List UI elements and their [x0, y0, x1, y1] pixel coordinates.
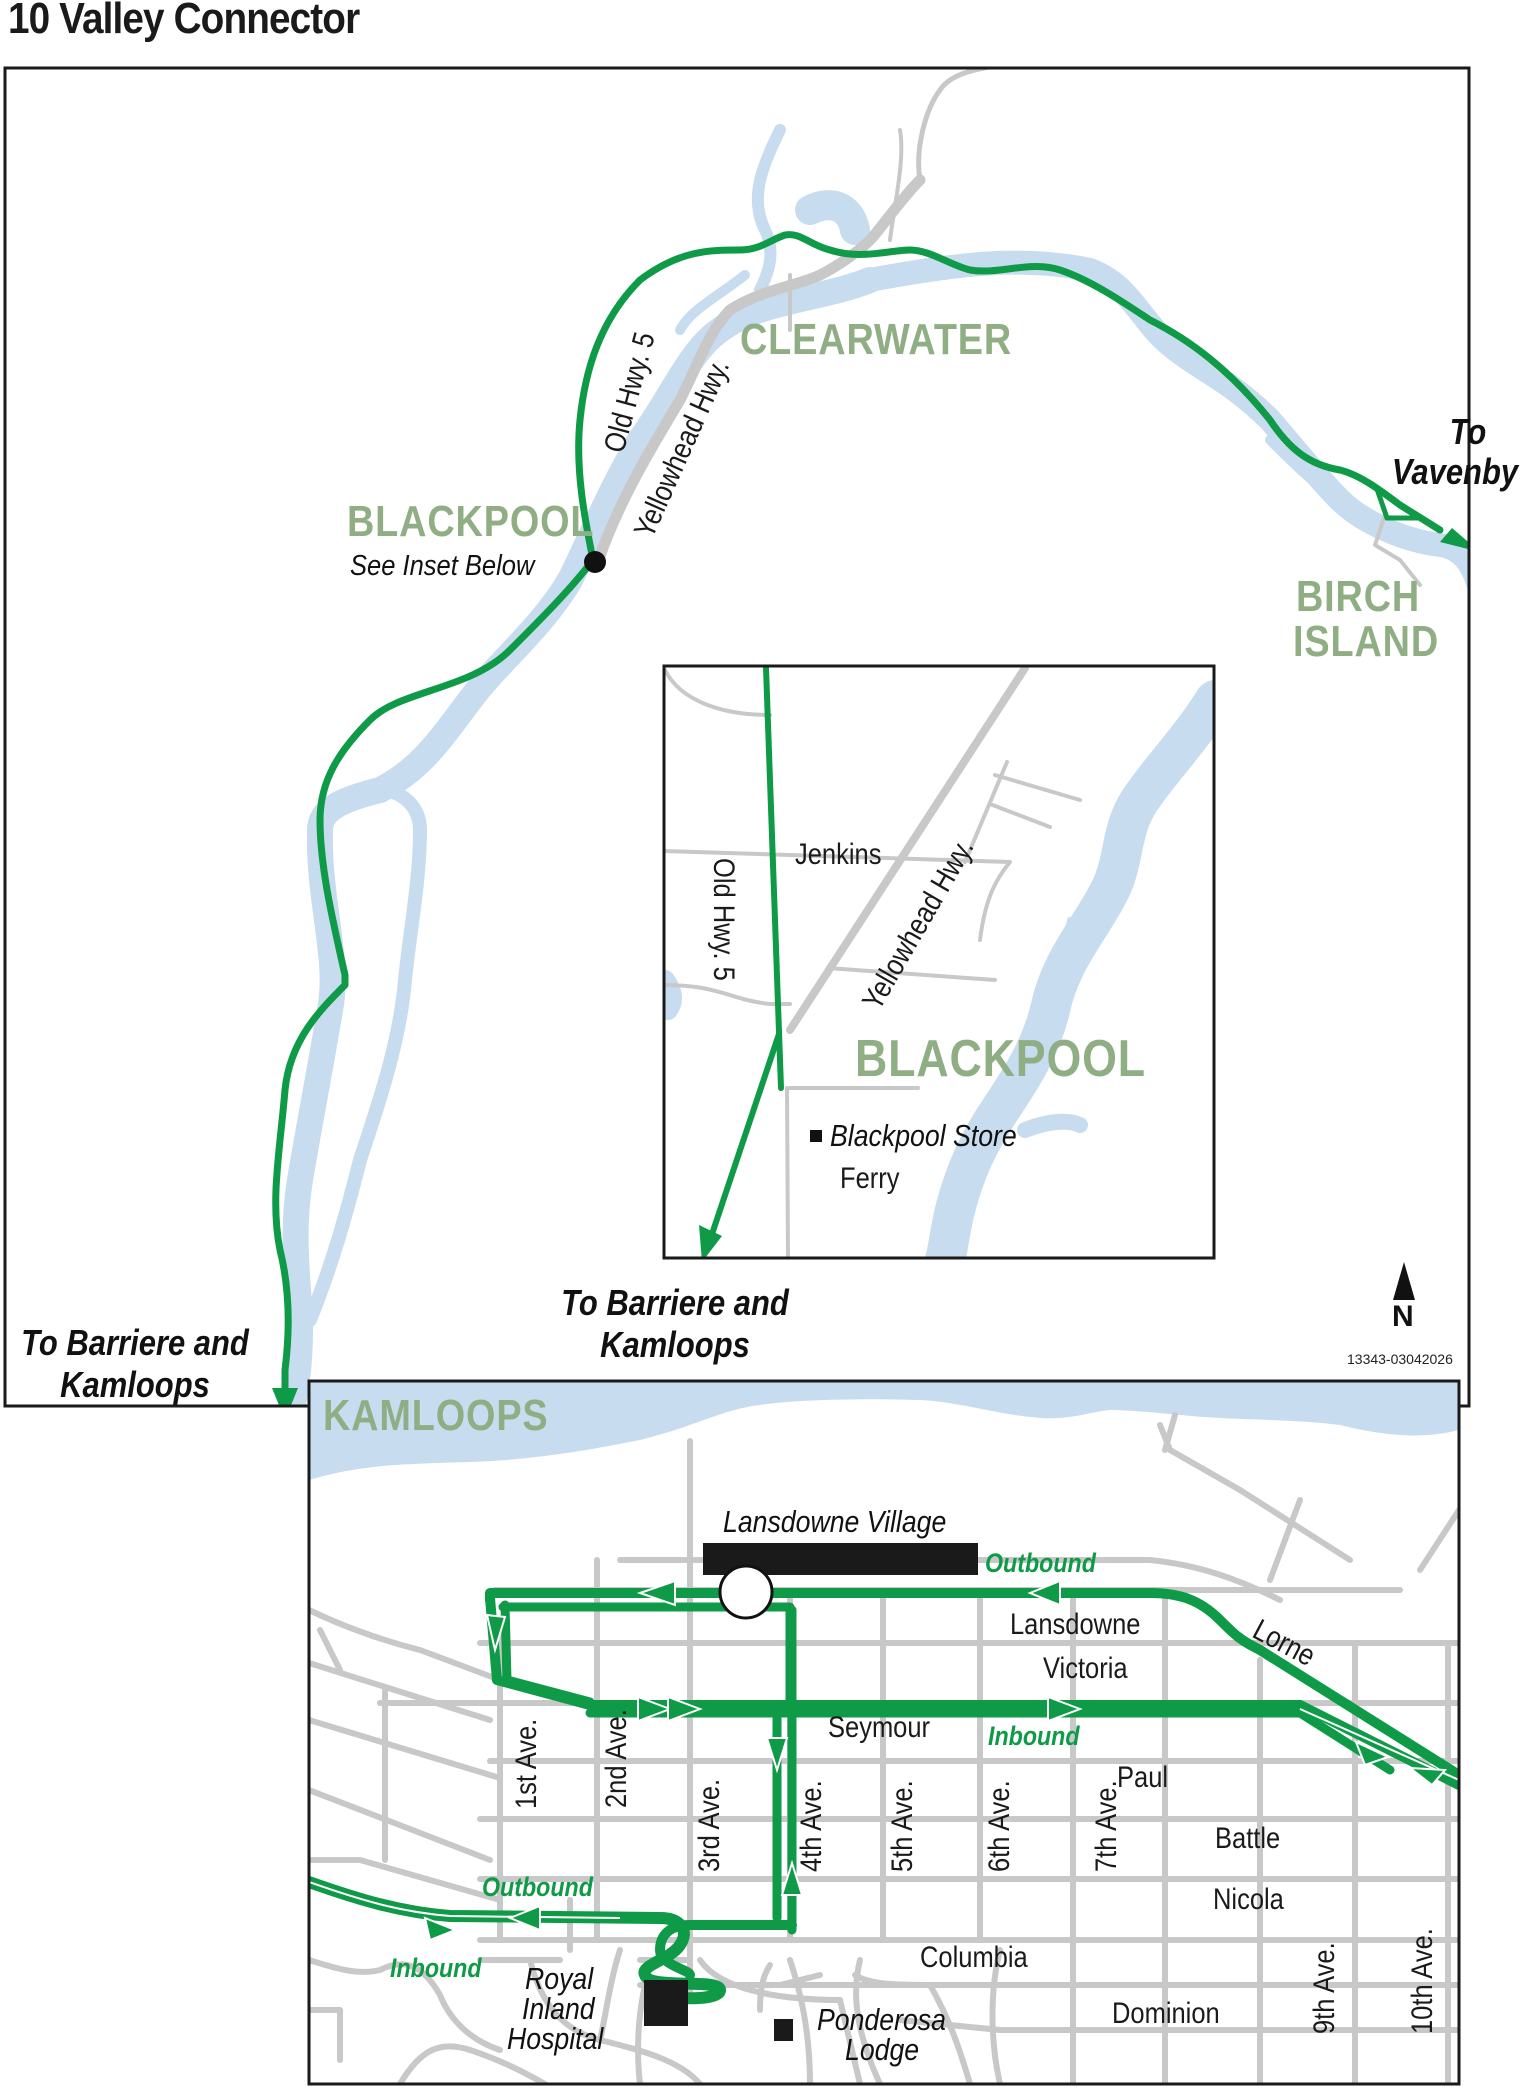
- lansdowne-exchange-stop: [718, 1564, 774, 1620]
- blackpool-store-icon: [810, 1130, 822, 1142]
- ponderosa-lodge-building: [774, 2019, 793, 2041]
- street-label-old-hwy-5-inset: Old Hwy. 5: [707, 858, 740, 981]
- street-label-ferry: Ferry: [840, 1162, 900, 1195]
- blackpool-inset: [664, 666, 1214, 1258]
- route-line-old-hwy-5: [763, 666, 784, 1091]
- arrow-to-barriere-inset: [699, 1225, 722, 1258]
- avenue-label-10th: 10th Ave.: [1406, 1928, 1439, 2034]
- ferry-road: [785, 1086, 920, 1258]
- poi-label-blackpool-store: Blackpool Store: [830, 1118, 1017, 1153]
- town-label-blackpool-inset: BLACKPOOL: [855, 1030, 1146, 1088]
- direction-label-outbound-columbia: Outbound: [482, 1872, 593, 1902]
- river: [279, 124, 1469, 1406]
- town-label-birch-island-1: BIRCH: [1296, 572, 1421, 621]
- town-label-blackpool: BLACKPOOL: [347, 497, 595, 546]
- north-arrow-icon: [1393, 1262, 1415, 1300]
- avenue-label-4th: 4th Ave.: [795, 1780, 828, 1872]
- poi-label-hospital-1: Royal: [525, 1961, 594, 1996]
- street-label-nicola: Nicola: [1213, 1883, 1284, 1916]
- destination-label-barriere-main-1: To Barriere and: [21, 1322, 249, 1363]
- north-label: N: [1392, 1300, 1414, 1333]
- kamloops-inset-frame: [307, 1379, 1461, 2086]
- town-label-birch-island-2: ISLAND: [1293, 617, 1440, 666]
- avenue-label-3rd: 3rd Ave.: [693, 1778, 726, 1872]
- avenue-label-6th: 6th Ave.: [983, 1780, 1016, 1872]
- town-label-clearwater: CLEARWATER: [740, 315, 1013, 364]
- direction-label-outbound-top: Outbound: [985, 1548, 1096, 1578]
- poi-label-ponderosa-2: Lodge: [845, 2032, 920, 2067]
- avenue-label-9th: 9th Ave.: [1308, 1942, 1341, 2034]
- avenue-label-2nd: 2nd Ave.: [600, 1709, 633, 1808]
- direction-label-inbound-columbia: Inbound: [390, 1953, 482, 1983]
- see-inset-note: See Inset Below: [350, 550, 535, 582]
- direction-label-inbound-seymour: Inbound: [988, 1721, 1080, 1751]
- arrow-to-barriere-main: [272, 1388, 298, 1406]
- poi-label-lansdowne-village: Lansdowne Village: [723, 1504, 947, 1539]
- main-map: [272, 68, 1469, 1406]
- route-line-main: [272, 231, 1444, 1406]
- street-label-paul: Paul: [1117, 1761, 1169, 1794]
- avenue-label-7th: 7th Ave.: [1090, 1780, 1123, 1872]
- blackpool-inset-frame: [662, 664, 1216, 1260]
- destination-label-barriere-inset-2: Kamloops: [600, 1324, 750, 1365]
- street-label-lansdowne: Lansdowne: [1010, 1608, 1141, 1641]
- avenue-label-5th: 5th Ave.: [886, 1780, 919, 1872]
- street-label-columbia: Columbia: [920, 1941, 1028, 1974]
- arrow-to-vavenby: [1440, 528, 1469, 550]
- avenue-label-1st: 1st Ave.: [510, 1718, 543, 1809]
- street-label-seymour: Seymour: [828, 1711, 931, 1744]
- destination-label-vavenby: Vavenby: [1391, 451, 1519, 492]
- town-label-kamloops: KAMLOOPS: [323, 1391, 549, 1440]
- street-label-dominion: Dominion: [1112, 1997, 1220, 2030]
- highway-roads: [594, 68, 1422, 587]
- destination-label-to-1: To: [1449, 411, 1487, 452]
- poi-label-hospital-2: Inland: [522, 1991, 595, 2026]
- street-label-jenkins: Jenkins: [795, 838, 882, 871]
- poi-label-ponderosa-1: Ponderosa: [817, 2002, 946, 2037]
- royal-inland-hospital-building: [644, 1980, 688, 2026]
- kamloops-inset: [309, 1381, 1459, 2084]
- page-title: 10 Valley Connector: [8, 0, 360, 43]
- poi-label-hospital-3: Hospital: [507, 2021, 604, 2056]
- street-label-battle: Battle: [1215, 1822, 1281, 1855]
- map-code: 13343-03042026: [1347, 1351, 1453, 1367]
- destination-label-barriere-main-2: Kamloops: [60, 1364, 210, 1405]
- direction-arrows: [423, 1579, 1448, 1942]
- yellowhead-hwy-main: [594, 174, 926, 562]
- thompson-river: [309, 1381, 1459, 1480]
- street-label-victoria: Victoria: [1043, 1652, 1128, 1685]
- blackpool-stop-dot: [584, 551, 606, 573]
- destination-label-barriere-inset-1: To Barriere and: [561, 1282, 789, 1323]
- jenkins-road: [664, 849, 1012, 942]
